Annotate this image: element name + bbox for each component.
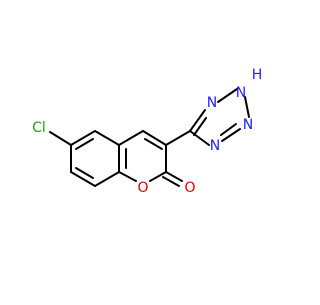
bond-c4a-c4 [118, 130, 144, 146]
bond-n3-n4 [221, 128, 241, 142]
tetrazole-n4-label: N [210, 138, 220, 154]
chlorine-label: Cl [32, 120, 46, 136]
bond-c2-o1 [149, 171, 167, 182]
benzene-ring [70, 130, 127, 187]
bond-c2-o-b [162, 176, 180, 187]
tetrazole-n1-label: N [207, 95, 217, 111]
pyranone-ring [118, 130, 167, 182]
bond-c4-c3 [142, 130, 167, 146]
tetrazole-n2-label: N [236, 85, 246, 101]
bond-c6-c5 [70, 130, 96, 146]
bond-c6-cl [49, 131, 72, 146]
bond-c5-n1-inner [193, 117, 207, 136]
carbonyl-bond [162, 171, 183, 187]
bond-o1-c8a [118, 171, 137, 182]
bond-c5-n1 [189, 109, 206, 132]
structure-canvas: Cl O O N N H N N [32, 67, 263, 196]
bond-n1-n2 [217, 88, 238, 103]
bond-c4-c3-inner [144, 138, 163, 150]
tetrazole-n3-label: N [243, 117, 253, 133]
bond-n3-n4-inner [220, 123, 237, 136]
bond-c2-o-a [165, 171, 183, 182]
bond-c3-tetrazole [165, 130, 191, 146]
bond-c5-c4a [94, 130, 120, 146]
bond-c6-c5-inner [75, 138, 94, 150]
ring-oxygen-label: O [137, 180, 148, 196]
carbonyl-oxygen-label: O [184, 180, 195, 196]
tetrazole-ring [189, 88, 250, 146]
bond-c8-c7-inner [75, 167, 94, 179]
bond-c8-c7 [70, 171, 96, 187]
bond-n4-c5 [189, 130, 210, 146]
molecule-structure: Cl O O N N H N N [32, 67, 263, 196]
bond-c8a-c8 [94, 171, 120, 187]
tetrazole-h-label: H [252, 67, 263, 83]
bond-n2-n3 [244, 96, 250, 118]
